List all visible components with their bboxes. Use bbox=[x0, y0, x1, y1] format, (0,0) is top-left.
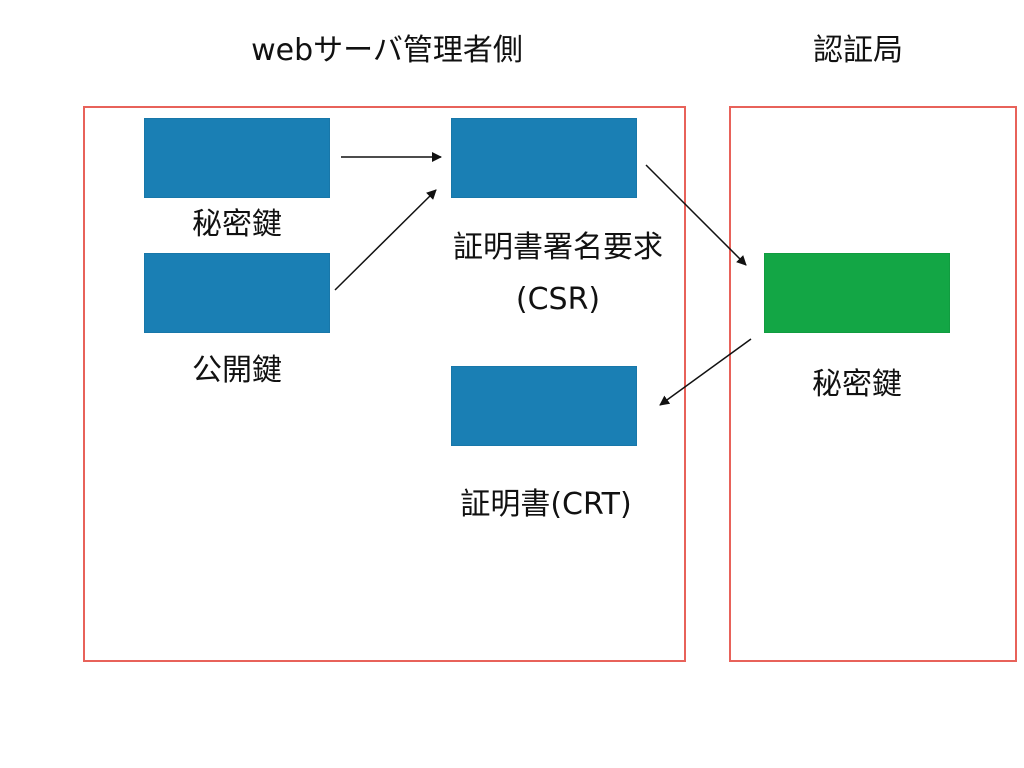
csr-label: 証明書署名要求 (CSR) bbox=[453, 230, 663, 317]
ca-private-key-label: 秘密鍵 bbox=[812, 367, 902, 402]
ca-panel bbox=[729, 106, 1017, 662]
web-admin-panel bbox=[83, 106, 686, 662]
ca-private-key-box bbox=[764, 253, 950, 333]
private-key-label: 秘密鍵 bbox=[192, 207, 282, 242]
private-key-box bbox=[144, 118, 330, 198]
arrow-csr-to-ca bbox=[645, 164, 747, 266]
csr-box bbox=[451, 118, 637, 198]
ca-heading: 認証局 bbox=[813, 33, 903, 68]
arrow-ca-to-crt bbox=[659, 338, 752, 406]
web-admin-heading: webサーバ管理者側 bbox=[251, 33, 523, 68]
crt-box bbox=[451, 366, 637, 446]
arrow-public-key-to-csr bbox=[334, 189, 437, 291]
public-key-label: 公開鍵 bbox=[192, 353, 282, 388]
crt-label: 証明書(CRT) bbox=[460, 487, 632, 522]
public-key-box bbox=[144, 253, 330, 333]
